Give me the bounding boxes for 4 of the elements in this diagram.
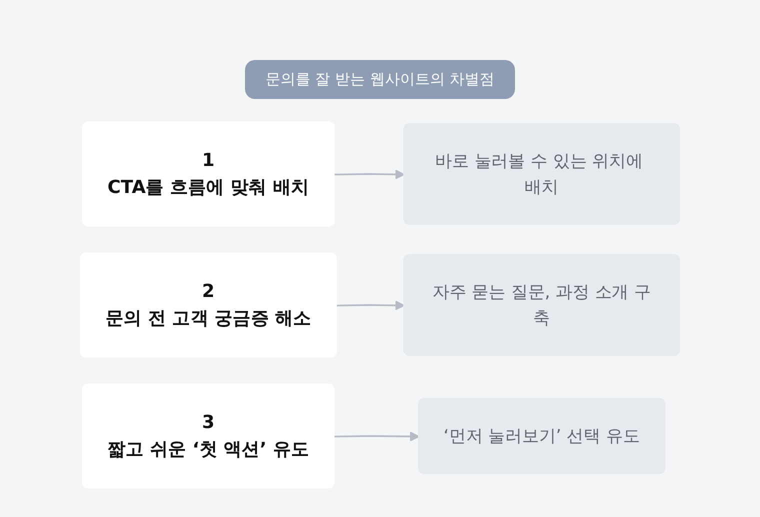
- title-badge: 문의를 잘 받는 웹사이트의 차별점: [245, 60, 515, 99]
- arrow: [336, 300, 405, 310]
- arrow: [334, 169, 405, 180]
- arrow: [334, 432, 420, 442]
